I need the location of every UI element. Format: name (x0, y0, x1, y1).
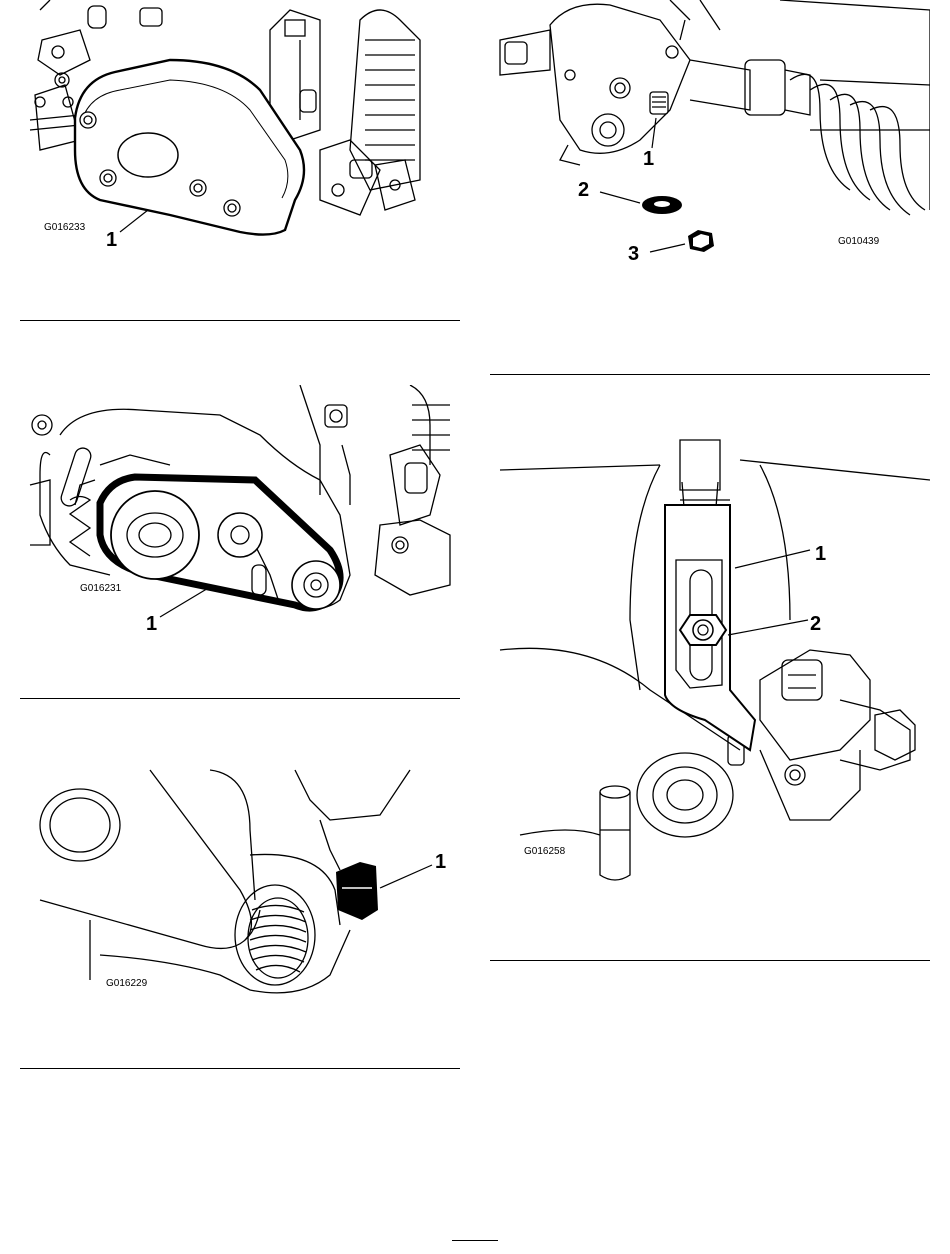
figure-bracket: 1 2 G016258 (490, 420, 930, 910)
figure-code: G016231 (80, 583, 122, 594)
callout-1: 1 (815, 543, 826, 565)
divider (20, 1068, 460, 1069)
set-screw-illustration: 1 G016229 (20, 760, 460, 1030)
callout-1: 1 (146, 613, 157, 635)
figure-code: G010439 (838, 236, 880, 247)
divider (490, 960, 930, 961)
cover-illustration: 1 G016233 (20, 0, 460, 300)
callout-2: 2 (578, 179, 589, 201)
figure-set-screw: 1 G016229 (20, 760, 460, 1030)
figure-code: G016229 (106, 978, 148, 989)
callout-2: 2 (810, 613, 821, 635)
figure-belt: 1 G016231 (20, 385, 460, 645)
callout-1: 1 (106, 229, 117, 251)
page-footer-rule (452, 1240, 498, 1241)
shaft-nut-illustration: 1 2 3 G010439 (490, 0, 930, 280)
callout-1: 1 (643, 148, 654, 170)
callout-3: 3 (628, 243, 639, 265)
bracket-illustration: 1 2 G016258 (490, 420, 930, 910)
belt-illustration: 1 G016231 (20, 385, 460, 645)
figure-code: G016233 (44, 222, 86, 233)
divider (20, 698, 460, 699)
divider (20, 320, 460, 321)
divider (490, 374, 930, 375)
callout-1: 1 (435, 851, 446, 873)
figure-cover: 1 G016233 (20, 0, 460, 300)
figure-shaft-nut: 1 2 3 G010439 (490, 0, 930, 280)
figure-code: G016258 (524, 846, 566, 857)
